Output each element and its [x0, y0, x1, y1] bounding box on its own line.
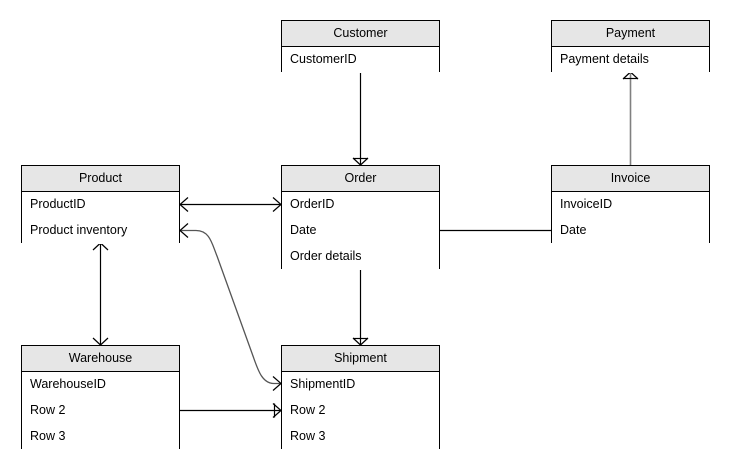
attribute-row[interactable]: ShipmentID	[282, 372, 439, 398]
relationship-product-warehouse[interactable]	[92, 242, 109, 346]
crowfoot-inventory-shipment-right	[272, 376, 282, 391]
entity-payment-attributes: Payment details	[552, 47, 709, 73]
attribute-row[interactable]: OrderID	[282, 192, 439, 218]
crowfoot-product-order-left	[179, 197, 189, 212]
relationship-customer-order[interactable]	[352, 72, 369, 166]
entity-order-attributes: OrderID Date Order details	[282, 192, 439, 270]
entity-order[interactable]: Order OrderID Date Order details	[281, 165, 440, 270]
attribute-row[interactable]: Date	[552, 218, 709, 244]
edge-line-product-inventory-shipment	[180, 229, 281, 385]
crowfoot-product-order-right	[272, 197, 282, 212]
attribute-row[interactable]: Row 2	[22, 398, 179, 424]
attribute-row[interactable]: Row 3	[22, 424, 179, 450]
entity-customer-attributes: CustomerID	[282, 47, 439, 73]
entity-product-title: Product	[22, 166, 179, 192]
attribute-row[interactable]: CustomerID	[282, 47, 439, 73]
entity-customer-title: Customer	[282, 21, 439, 47]
entity-invoice-title: Invoice	[552, 166, 709, 192]
crowfoot-product-warehouse-top	[92, 242, 109, 251]
attribute-row[interactable]: Row 3	[282, 424, 439, 450]
entity-invoice[interactable]: Invoice InvoiceID Date	[551, 165, 710, 244]
crowfoot-inventory-shipment-left	[179, 223, 189, 238]
entity-shipment-title: Shipment	[282, 346, 439, 372]
entity-product[interactable]: Product ProductID Product inventory	[21, 165, 180, 244]
entity-warehouse-attributes: WarehouseID Row 2 Row 3	[22, 372, 179, 450]
relationship-product-order[interactable]	[179, 197, 282, 212]
entity-shipment-attributes: ShipmentID Row 2 Row 3	[282, 372, 439, 450]
attribute-row[interactable]: WarehouseID	[22, 372, 179, 398]
attribute-row[interactable]: Row 2	[282, 398, 439, 424]
entity-payment-title: Payment	[552, 21, 709, 47]
crowfoot-product-warehouse-bottom	[92, 337, 109, 346]
entity-order-title: Order	[282, 166, 439, 192]
entity-product-attributes: ProductID Product inventory	[22, 192, 179, 244]
entity-shipment[interactable]: Shipment ShipmentID Row 2 Row 3	[281, 345, 440, 450]
crowfoot-order-shipment	[352, 337, 369, 346]
entity-payment[interactable]: Payment Payment details	[551, 20, 710, 73]
crowfoot-payment-invoice	[622, 71, 639, 80]
relationship-order-shipment[interactable]	[352, 269, 369, 346]
attribute-row[interactable]: Date	[282, 218, 439, 244]
attribute-row[interactable]: Product inventory	[22, 218, 179, 244]
relationship-payment-invoice[interactable]	[622, 71, 639, 165]
attribute-row[interactable]: InvoiceID	[552, 192, 709, 218]
attribute-row[interactable]: ProductID	[22, 192, 179, 218]
entity-invoice-attributes: InvoiceID Date	[552, 192, 709, 244]
attribute-row[interactable]: Payment details	[552, 47, 709, 73]
relationship-product-inventory-shipment[interactable]	[179, 223, 282, 391]
crowfoot-warehouse-shipment	[272, 403, 282, 418]
attribute-row[interactable]: Order details	[282, 244, 439, 270]
entity-customer[interactable]: Customer CustomerID	[281, 20, 440, 73]
relationship-warehouse-shipment[interactable]	[180, 403, 282, 418]
entity-warehouse-title: Warehouse	[22, 346, 179, 372]
entity-warehouse[interactable]: Warehouse WarehouseID Row 2 Row 3	[21, 345, 180, 450]
crowfoot-customer-order	[352, 157, 369, 166]
